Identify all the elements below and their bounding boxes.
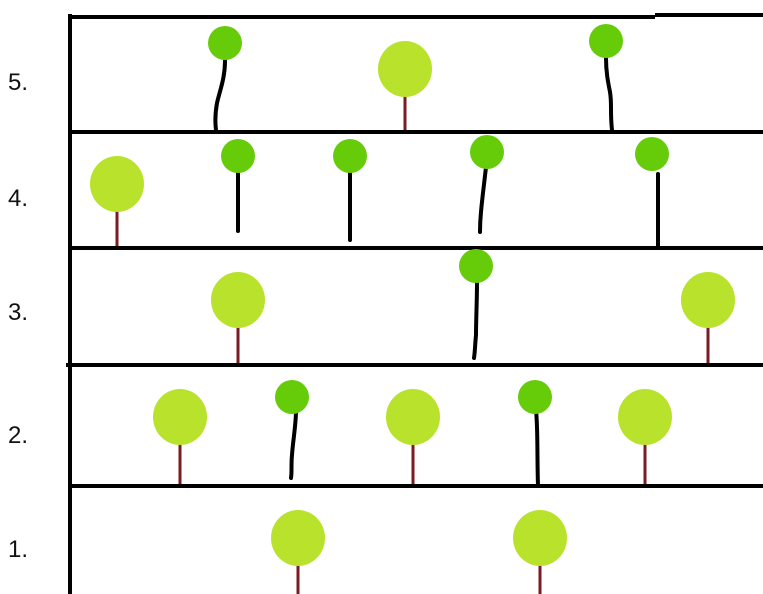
lollipop-head xyxy=(470,135,504,169)
lollipop-head xyxy=(518,380,552,414)
tree-crown xyxy=(271,510,325,566)
tree-crown xyxy=(90,156,144,212)
tree-crown xyxy=(211,272,265,328)
row-4-item-5-lollipop xyxy=(635,137,669,248)
row-3-label: 3. xyxy=(8,299,28,326)
row-5-label: 5. xyxy=(8,69,28,96)
row-2-item-1-round-tree xyxy=(153,389,207,484)
tree-crown xyxy=(378,41,432,97)
row-1-item-2-round-tree xyxy=(513,510,567,594)
row-2-item-5-round-tree xyxy=(618,389,672,484)
lollipop-stick xyxy=(291,410,296,478)
row-5-item-2-round-tree xyxy=(378,41,432,130)
lollipop-stick xyxy=(474,283,477,358)
row-5-item-1-lollipop xyxy=(208,26,242,130)
row-1-item-1-round-tree xyxy=(271,510,325,594)
row-5-item-3-lollipop xyxy=(589,24,623,130)
lollipop-stick xyxy=(606,58,612,130)
lollipop-head xyxy=(275,380,309,414)
row-4-label: 4. xyxy=(8,185,28,212)
tree-crown xyxy=(513,510,567,566)
row-4-item-3-lollipop xyxy=(333,139,367,240)
tree-crown xyxy=(681,272,735,328)
row-3-item-2-lollipop xyxy=(459,249,493,358)
row-4-item-4-lollipop xyxy=(470,135,504,232)
row-2-label: 2. xyxy=(8,422,28,449)
row-4-item-2-lollipop xyxy=(221,139,255,231)
row-2-item-3-round-tree xyxy=(386,389,440,484)
lollipop-head xyxy=(333,139,367,173)
row-3-item-3-round-tree xyxy=(681,272,735,363)
tree-crown xyxy=(386,389,440,445)
lollipop-head xyxy=(635,137,669,171)
row-2-item-2-lollipop xyxy=(275,380,309,478)
lollipop-head xyxy=(459,249,493,283)
lollipop-head xyxy=(589,24,623,58)
row-2-item-4-lollipop xyxy=(518,380,552,486)
row-divider-lines xyxy=(66,14,763,594)
lollipop-head xyxy=(221,139,255,173)
tree-crown xyxy=(618,389,672,445)
plants xyxy=(90,24,735,594)
lollipop-stick xyxy=(536,410,538,486)
tree-crown xyxy=(153,389,207,445)
lollipop-stick xyxy=(215,61,225,130)
lollipop-stick xyxy=(480,167,486,232)
row-1-label: 1. xyxy=(8,536,28,563)
lollipop-head xyxy=(208,26,242,60)
row-3-item-1-round-tree xyxy=(211,272,265,363)
row-4-item-1-round-tree xyxy=(90,156,144,246)
